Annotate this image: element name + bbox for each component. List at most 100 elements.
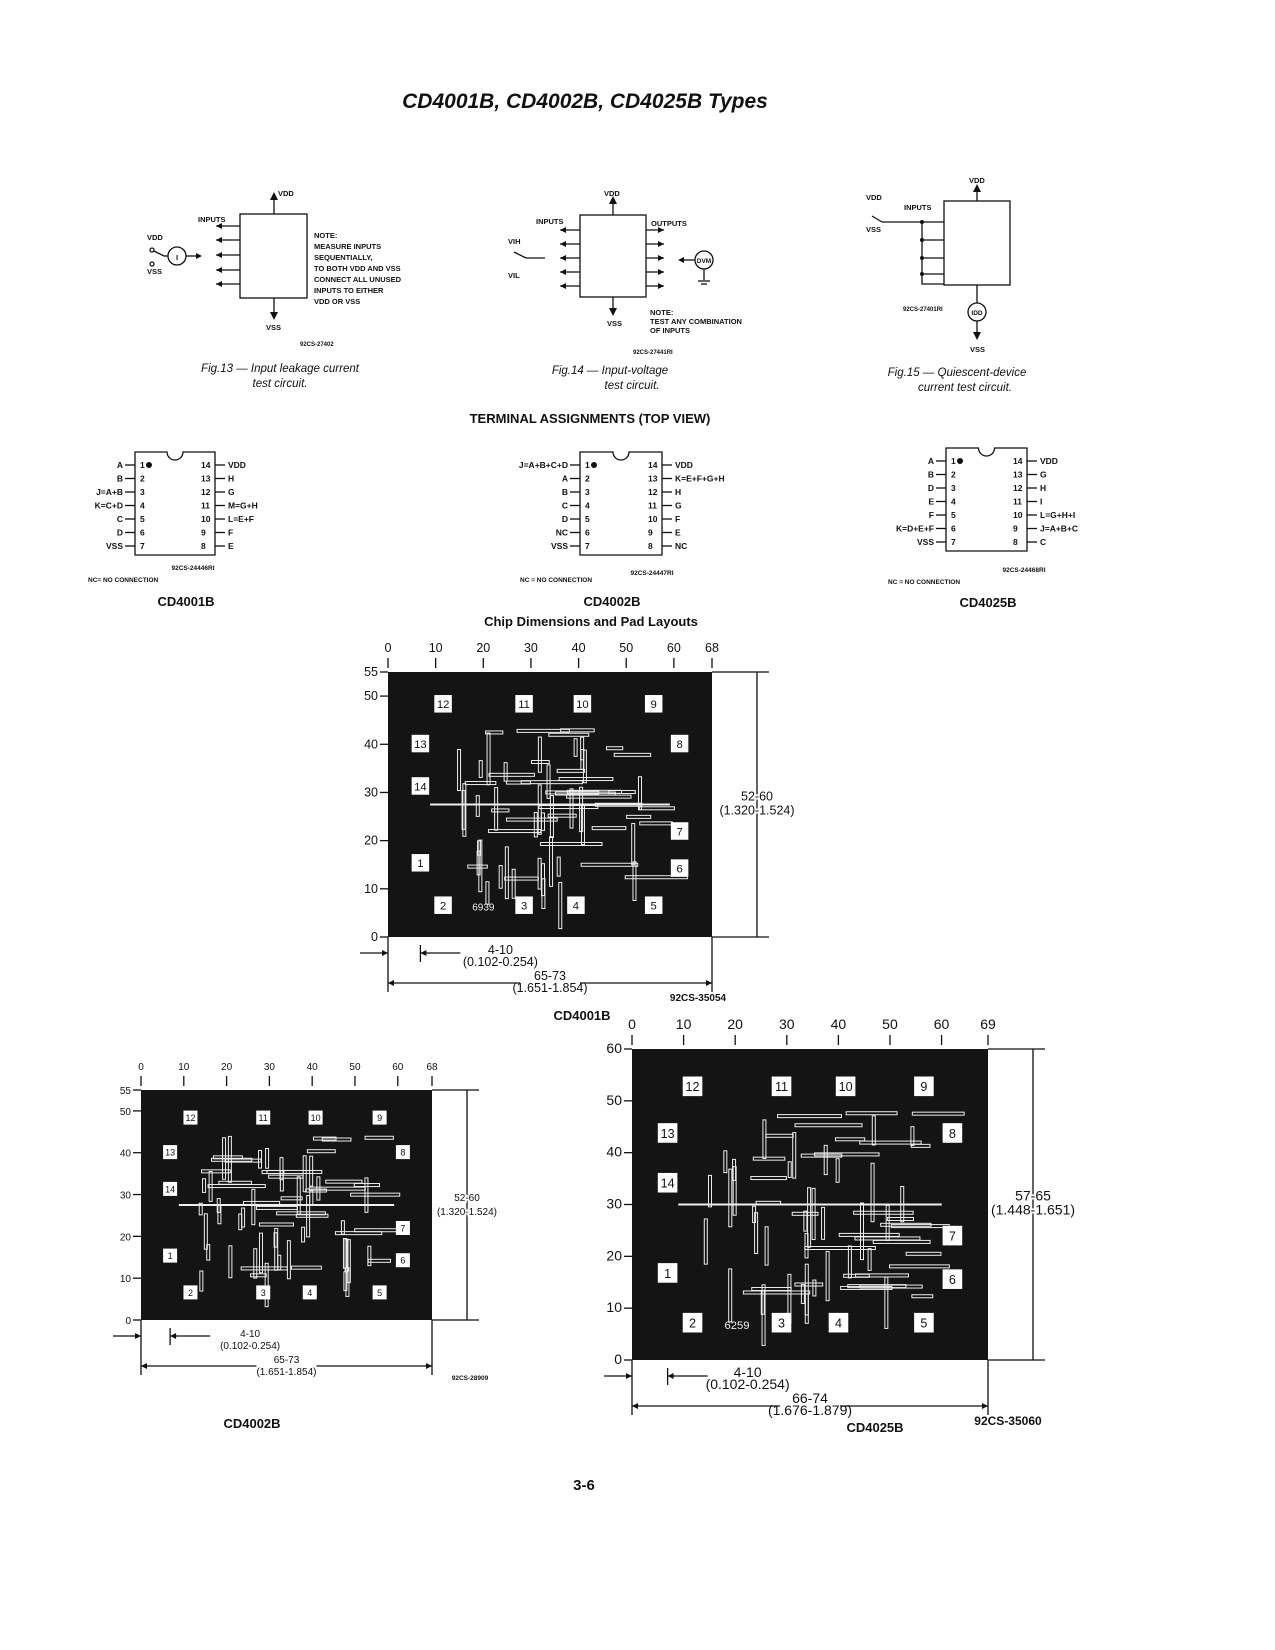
die-code: 92CS-28909 (452, 1375, 489, 1382)
x-tick-label: 69 (980, 1016, 996, 1032)
pin-number: 9 (648, 528, 653, 538)
meter-label: I (176, 253, 178, 262)
bond-pad (308, 1110, 323, 1125)
height-dimension: 52-60 (454, 1193, 480, 1204)
offset-dimension: 4-10 (734, 1364, 762, 1380)
pinout-code: 92CS-24468RI (1003, 567, 1046, 574)
pin-label-left: C (117, 514, 123, 524)
switch-vdd-label: VDD (147, 233, 163, 242)
pad-number: 4 (573, 901, 579, 913)
x-tick-label: 68 (705, 641, 719, 655)
pad-number: 7 (676, 826, 682, 838)
y-tick-label: 20 (364, 834, 378, 848)
fig14-note-line: TEST ANY COMBINATION (650, 317, 742, 326)
pin-number: 12 (201, 487, 211, 497)
pin-label-right: VDD (675, 460, 693, 470)
fig13-note-line: CONNECT ALL UNUSED (314, 275, 402, 284)
fig14-note-line: OF INPUTS (650, 326, 690, 335)
pad-number: 3 (521, 901, 527, 913)
width-dimension: 65-73 (534, 969, 566, 983)
fig15-code: 92CS-27401RI (903, 307, 943, 313)
pin-label-right: L=G+H+I (1040, 510, 1075, 520)
pad-number: 13 (661, 1127, 675, 1141)
pad-number: 14 (165, 1184, 175, 1194)
bond-pad (302, 1285, 317, 1300)
pin-number: 14 (648, 460, 658, 470)
y-tick-label: 20 (120, 1232, 132, 1243)
pin-number: 3 (585, 487, 590, 497)
y-tick-label: 30 (120, 1191, 132, 1202)
pad-number: 5 (651, 901, 657, 913)
bond-pad (657, 1123, 678, 1143)
pad-number: 14 (414, 781, 427, 793)
fig13-note-line: TO BOTH VDD AND VSS (314, 264, 401, 273)
offset-dimension-inches: (0.102-0.254) (706, 1376, 790, 1392)
pinout-code: 92CS-24446RI (172, 565, 215, 572)
dvm-label: DVM (697, 258, 711, 265)
pin-label-left: K=D+E+F (896, 524, 934, 534)
height-dimension: 52-60 (741, 790, 773, 804)
pin-label-right: G (228, 487, 235, 497)
pin-number: 12 (648, 487, 658, 497)
pin-label-right: H (228, 474, 234, 484)
bond-pad (644, 695, 663, 713)
pin-number: 10 (1013, 510, 1023, 520)
pin-label-right: G (675, 501, 682, 511)
bond-pad (411, 777, 430, 795)
pad-number: 4 (307, 1288, 312, 1298)
bond-pad (256, 1285, 271, 1300)
switch-vdd-label: VDD (866, 193, 882, 202)
fig14-caption-2: test circuit. (605, 380, 660, 392)
width-dimension-inches: (1.676-1.879) (768, 1402, 852, 1418)
pad-number: 11 (259, 1113, 268, 1123)
pin-label-left: VSS (551, 541, 568, 551)
vss-label: VSS (970, 345, 985, 354)
width-dimension: 66-74 (792, 1390, 828, 1406)
pin-number: 4 (951, 497, 956, 507)
pin-number: 10 (201, 514, 211, 524)
bond-pad (942, 1123, 963, 1143)
die-name: CD4002B (223, 1416, 280, 1431)
outputs-label: OUTPUTS (651, 219, 687, 228)
x-tick-label: 50 (619, 641, 633, 655)
y-tick-label: 0 (125, 1316, 131, 1327)
bond-pad (914, 1312, 934, 1333)
vdd-label: VDD (604, 189, 620, 198)
y-tick-label: 50 (364, 689, 378, 703)
width-dimension-inches: (1.651-1.854) (512, 981, 587, 995)
y-tick-label: 10 (120, 1274, 132, 1285)
pin-number: 10 (648, 514, 658, 524)
pad-number: 10 (839, 1080, 853, 1094)
pin-number: 2 (140, 474, 145, 484)
bond-pad (942, 1269, 963, 1289)
pin-number: 8 (648, 541, 653, 551)
pin-label-left: D (928, 483, 934, 493)
x-tick-label: 50 (882, 1016, 898, 1032)
vdd-label: VDD (278, 189, 294, 198)
offset-dimension-inches: (0.102-0.254) (463, 955, 538, 969)
fig13-note-line: VDD OR VSS (314, 297, 360, 306)
die-code: 92CS-35054 (670, 993, 727, 1004)
fig13-input-leakage-circuit: VDD VSS INPUTS VDD VSS I NOTE:MEASURE IN… (147, 189, 402, 390)
pin-number: 6 (951, 524, 956, 534)
pin-number: 13 (1013, 470, 1023, 480)
pin-label-left: J=A+B+C+D (519, 460, 568, 470)
x-tick-label: 60 (934, 1016, 950, 1032)
pin-label-left: J=A+B (96, 487, 123, 497)
bond-pad (657, 1172, 678, 1193)
pin-number: 7 (585, 541, 590, 551)
pin-number: 3 (951, 483, 956, 493)
x-tick-label: 20 (727, 1016, 743, 1032)
pin-label-left: A (562, 474, 568, 484)
pad-number: 9 (651, 699, 657, 711)
pad-number: 7 (400, 1224, 405, 1234)
y-tick-label: 0 (371, 930, 378, 944)
pin-number: 3 (140, 487, 145, 497)
switch-vss-label: VSS (866, 225, 881, 234)
y-tick-label: 30 (606, 1196, 622, 1212)
